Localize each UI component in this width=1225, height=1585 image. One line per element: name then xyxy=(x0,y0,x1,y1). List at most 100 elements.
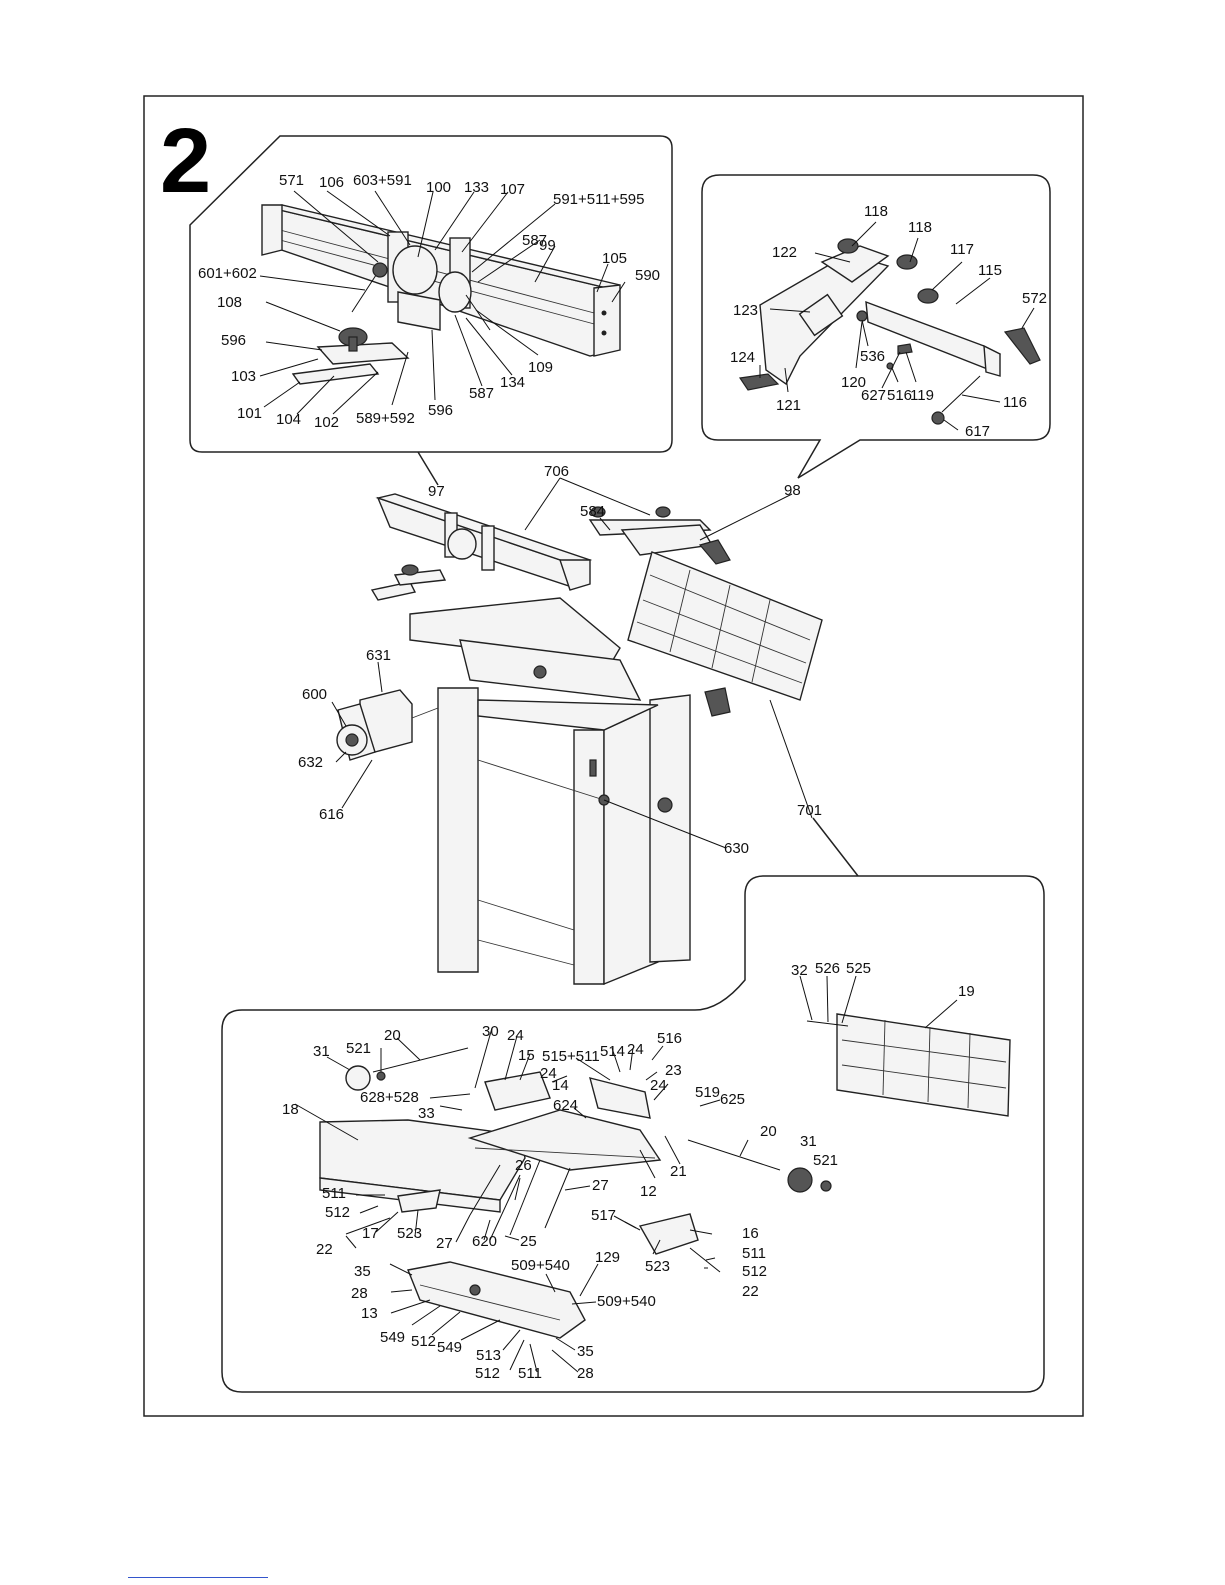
part-label: 601+602 xyxy=(198,265,257,282)
part-label: 134 xyxy=(500,374,525,391)
part-label: 526 xyxy=(815,960,840,977)
callout-arm-assembly xyxy=(701,174,1051,479)
part-label: 115 xyxy=(978,262,1002,279)
part-label: 630 xyxy=(724,840,749,857)
part-label: 509+540 xyxy=(597,1293,656,1310)
part-label: 18 xyxy=(282,1101,299,1118)
part-label: 123 xyxy=(733,302,758,319)
part-label: 13 xyxy=(361,1305,378,1322)
part-label: 525 xyxy=(846,960,871,977)
part-label: 521 xyxy=(813,1152,838,1169)
part-label: 124 xyxy=(730,349,755,366)
part-label: 515+511 xyxy=(542,1048,600,1065)
part-label: 509+540 xyxy=(511,1257,570,1274)
part-label: 24 xyxy=(650,1077,667,1094)
part-label: 122 xyxy=(772,244,797,261)
part-label: 572 xyxy=(1022,290,1047,307)
part-label: 30 xyxy=(482,1023,499,1040)
part-label: 23 xyxy=(665,1062,682,1079)
part-label: 101 xyxy=(237,405,262,422)
part-label: 584 xyxy=(580,503,605,520)
part-label: 617 xyxy=(965,423,990,440)
part-label: 600 xyxy=(302,686,327,703)
part-label: 512 xyxy=(411,1333,436,1350)
part-label: 512 xyxy=(742,1263,767,1280)
part-label: 12 xyxy=(640,1183,657,1200)
part-label: 616 xyxy=(319,806,344,823)
part-label: 108 xyxy=(217,294,242,311)
part-label: 98 xyxy=(784,482,801,499)
part-label: 28 xyxy=(351,1285,368,1302)
part-label: 120 xyxy=(841,374,866,391)
callout-fence-assembly xyxy=(189,135,673,486)
part-label: 523 xyxy=(397,1225,422,1242)
part-label: 133 xyxy=(464,179,489,196)
part-label: 571 xyxy=(279,172,304,189)
part-label: 511 xyxy=(518,1365,542,1382)
part-label: 105 xyxy=(602,250,627,267)
part-label: 511 xyxy=(322,1185,346,1202)
part-label: 102 xyxy=(314,414,339,431)
part-label: 100 xyxy=(426,179,451,196)
part-label: 27 xyxy=(436,1235,453,1252)
part-label: 591+511+595 xyxy=(553,191,645,208)
part-label: 519 xyxy=(695,1084,720,1101)
part-label: 104 xyxy=(276,411,301,428)
part-label: 119 xyxy=(910,387,934,404)
part-label: 31 xyxy=(313,1043,330,1060)
part-label: 32 xyxy=(791,962,808,979)
part-label: 603+591 xyxy=(353,172,412,189)
part-label: 512 xyxy=(475,1365,500,1382)
part-label: 21 xyxy=(670,1163,687,1180)
part-label: 20 xyxy=(760,1123,777,1140)
main-machine-assembly xyxy=(336,493,823,986)
part-label: 24 xyxy=(540,1065,557,1082)
part-label: 97 xyxy=(428,483,445,500)
leader-lines xyxy=(259,190,1035,1373)
footer-link-underline[interactable] xyxy=(128,1577,268,1578)
part-label: 35 xyxy=(354,1263,371,1280)
part-label: 625 xyxy=(720,1091,745,1108)
part-label: 549 xyxy=(380,1329,405,1346)
part-label: 513 xyxy=(476,1347,501,1364)
part-label: 536 xyxy=(860,348,885,365)
part-label: 620 xyxy=(472,1233,497,1250)
part-label: 596 xyxy=(221,332,246,349)
part-label: 26 xyxy=(515,1157,532,1174)
part-label: 121 xyxy=(776,397,801,414)
part-label: 624 xyxy=(553,1097,578,1114)
part-label: 22 xyxy=(316,1241,333,1258)
part-label: 16 xyxy=(742,1225,759,1242)
part-label: 116 xyxy=(1003,394,1027,411)
part-label: 590 xyxy=(635,267,660,284)
part-label: 514 xyxy=(600,1043,625,1060)
part-label: 35 xyxy=(577,1343,594,1360)
part-label: 118 xyxy=(864,203,888,220)
part-label: 516 xyxy=(887,387,912,404)
part-label: 701 xyxy=(797,802,822,819)
part-label: 587 xyxy=(522,232,547,249)
part-label: 103 xyxy=(231,368,256,385)
part-label: 631 xyxy=(366,647,391,664)
part-label: 14 xyxy=(552,1077,569,1094)
part-label: 109 xyxy=(528,359,553,376)
part-label: 596 xyxy=(428,402,453,419)
part-label: 587 xyxy=(469,385,494,402)
part-label: 632 xyxy=(298,754,323,771)
part-label: 24 xyxy=(507,1027,524,1044)
part-label: 118 xyxy=(908,219,932,236)
figure-number: 2 xyxy=(160,110,211,212)
part-label: 19 xyxy=(958,983,975,1000)
part-label: 706 xyxy=(544,463,569,480)
part-label: 516 xyxy=(657,1030,682,1047)
part-label: 627 xyxy=(861,387,886,404)
part-labels: 571 106 603+591 100 133 107 591+511+595 … xyxy=(198,172,1047,1382)
part-label: 99 xyxy=(539,237,556,254)
part-label: 107 xyxy=(500,181,525,198)
part-label: 17 xyxy=(362,1225,379,1242)
figure-frame xyxy=(143,95,1084,1417)
part-label: 106 xyxy=(319,174,344,191)
part-label: 15 xyxy=(518,1047,535,1064)
part-label: 521 xyxy=(346,1040,371,1057)
